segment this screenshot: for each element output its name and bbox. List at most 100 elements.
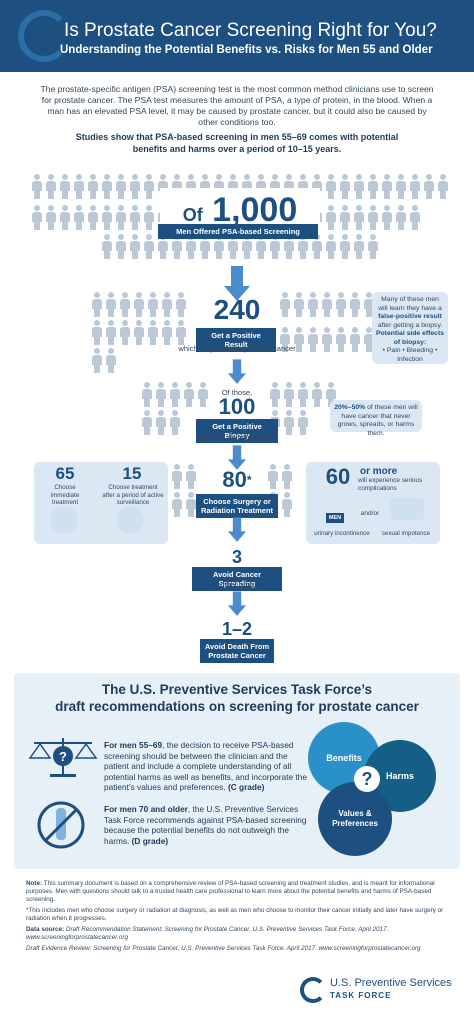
person-figure-icon <box>175 320 187 346</box>
step3-pre: Of those, <box>221 388 253 397</box>
person-figure-icon <box>141 410 153 436</box>
person-figure-icon <box>283 410 295 436</box>
intro-text: The prostate-specific antigen (PSA) scre… <box>40 84 434 127</box>
person-figure-icon <box>349 327 361 353</box>
person-figure-icon <box>297 382 309 408</box>
complications-title: or more <box>360 466 398 477</box>
person-figure-icon <box>129 205 141 231</box>
complications-text: will experience serious complications <box>358 477 423 492</box>
rec-70-older-bold: For men 70 and older <box>104 804 188 814</box>
person-figure-icon <box>335 292 347 318</box>
person-figure-icon <box>147 292 159 318</box>
person-figure-icon <box>367 174 379 200</box>
person-figure-icon <box>325 174 337 200</box>
person-figure-icon <box>395 205 407 231</box>
step3-sub: showing definite cancer <box>197 433 277 442</box>
andor-text: and/or <box>360 510 380 517</box>
crowd-240-right <box>278 290 378 360</box>
arrow-down-icon <box>227 359 247 384</box>
page-subtitle: Understanding the Potential Benefits vs.… <box>60 44 433 56</box>
person-figure-icon <box>293 292 305 318</box>
rec-70-older-text: , the U.S. Preventive Services Task Forc… <box>104 804 307 846</box>
person-figure-icon <box>353 174 365 200</box>
magnifier-icon <box>116 506 144 534</box>
arrow-down-icon <box>227 445 247 470</box>
person-figure-icon <box>325 234 337 260</box>
person-figure-icon <box>437 174 449 200</box>
person-figure-icon <box>311 382 323 408</box>
step5-number: 3 <box>231 547 242 567</box>
arrow-down-icon <box>227 591 247 616</box>
person-figure-icon <box>119 320 131 346</box>
person-figure-icon <box>353 234 365 260</box>
person-figure-icon <box>307 327 319 353</box>
logo-line2: TASK FORCE <box>330 991 392 1000</box>
footnotes: Note: This summary document is based on … <box>26 880 454 956</box>
person-figure-icon <box>353 205 365 231</box>
panel-title: The U.S. Preventive Services Task Force’… <box>14 681 460 715</box>
person-figure-icon <box>297 410 309 436</box>
person-figure-icon <box>141 382 153 408</box>
rec-55-69-grade: (C grade) <box>227 782 265 793</box>
step4-value: 80 <box>222 467 247 492</box>
person-figure-icon <box>395 174 407 200</box>
immediate-text: Choose immediate treatment <box>50 484 80 506</box>
person-figure-icon <box>59 174 71 200</box>
values-preferences-circle: Values & Preferences <box>318 782 392 856</box>
source-text: Draft Recommendation Statement: Screenin… <box>26 926 389 941</box>
person-figure-icon <box>115 205 127 231</box>
radiation-icon <box>50 506 78 534</box>
person-figure-icon <box>363 292 375 318</box>
men-badge: MEN <box>326 513 344 523</box>
page-title: Is Prostate Cancer Screening Right for Y… <box>64 20 437 41</box>
person-figure-icon <box>45 174 57 200</box>
step2-number: 240 <box>213 294 261 325</box>
overdiagnosis-text: of these men will have cancer that never… <box>337 404 418 437</box>
person-figure-icon <box>91 348 103 374</box>
step4-label: Choose Surgery or Radiation Treatment <box>196 494 278 518</box>
person-figure-icon <box>91 292 103 318</box>
person-figure-icon <box>335 327 347 353</box>
immediate-number: 65 <box>55 464 75 483</box>
false-positive-box: Many of these men will learn they have a… <box>372 292 448 364</box>
person-figure-icon <box>129 234 141 260</box>
person-figure-icon <box>367 205 379 231</box>
person-figure-icon <box>73 205 85 231</box>
step2-label: Get a Positive Result <box>196 328 276 352</box>
uspstf-logo: U.S. Preventive Services TASK FORCE <box>300 975 460 1005</box>
person-figure-icon <box>155 410 167 436</box>
person-figure-icon <box>409 174 421 200</box>
false-positive-text: Many of these men will learn they have a <box>378 296 442 312</box>
source-label: Data source: <box>26 926 65 933</box>
step6-label: Avoid Death From Prostate Cancer <box>200 639 274 663</box>
studies-statement: Studies show that PSA-based screening in… <box>75 132 399 154</box>
question-circle: ? <box>354 766 380 792</box>
rec-55-69-bold: For men 55–69 <box>104 740 163 750</box>
person-figure-icon <box>283 382 295 408</box>
person-figure-icon <box>339 234 351 260</box>
bed-icon <box>390 498 424 520</box>
person-figure-icon <box>175 292 187 318</box>
person-figure-icon <box>269 382 281 408</box>
arrow-down-icon <box>224 266 250 302</box>
person-figure-icon <box>321 327 333 353</box>
false-positive-text-2: after getting a biopsy. <box>377 321 443 329</box>
person-figure-icon <box>279 292 291 318</box>
rec-70-older: For men 70 and older, the U.S. Preventiv… <box>104 804 312 846</box>
person-figure-icon <box>133 320 145 346</box>
no-test-icon <box>37 801 85 849</box>
person-figure-icon <box>185 492 197 518</box>
overdiagnosis-box: 20%–50% of these men will have cancer th… <box>330 400 422 437</box>
data-source: Data source: Draft Recommendation Statem… <box>26 926 454 942</box>
person-figure-icon <box>321 292 333 318</box>
step5-label: Avoid Cancer Spreading <box>192 567 282 591</box>
person-figure-icon <box>87 205 99 231</box>
person-figure-icon <box>171 492 183 518</box>
person-figure-icon <box>31 205 43 231</box>
person-figure-icon <box>381 205 393 231</box>
person-figure-icon <box>101 234 113 260</box>
step5-sub: to other organs <box>211 580 263 589</box>
logo-line1: U.S. Preventive Services <box>330 977 452 989</box>
person-figure-icon <box>143 174 155 200</box>
step2-sub: which may indicate prostate cancer <box>178 344 296 353</box>
